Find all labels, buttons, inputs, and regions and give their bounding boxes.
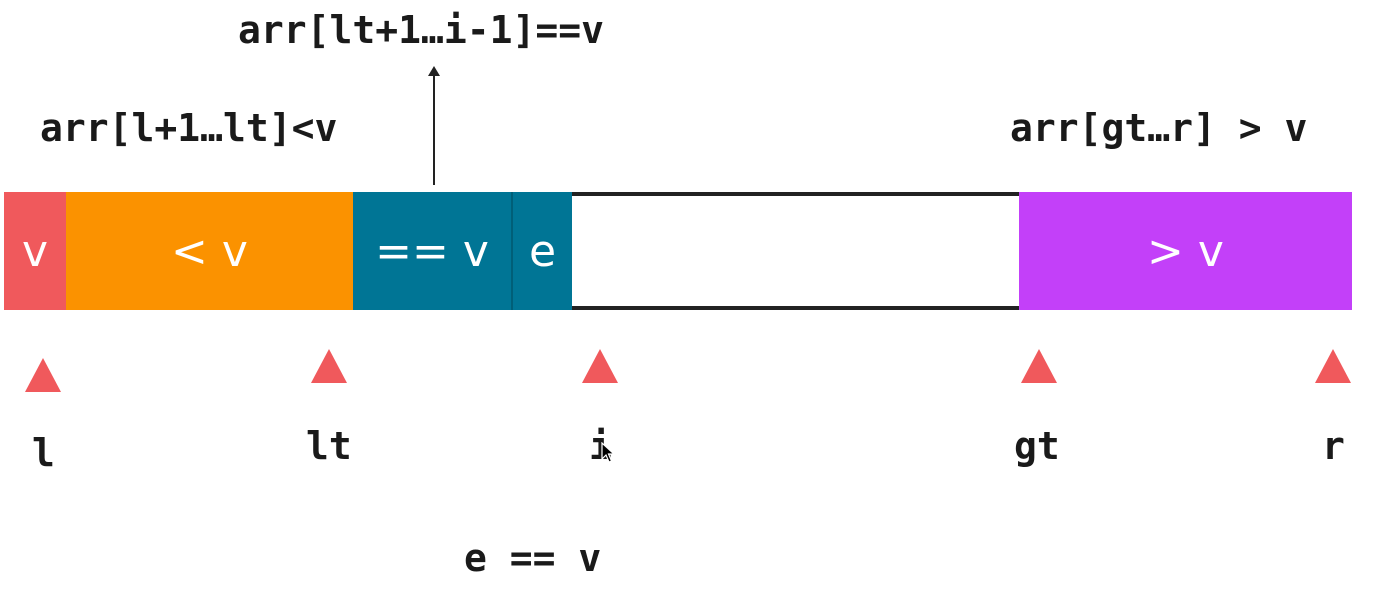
pointer-lt-label: lt [306, 424, 352, 468]
equal-segment: == v [353, 192, 511, 310]
pointer-i-label: i [589, 424, 612, 468]
pivot-segment: v [4, 192, 66, 310]
pointer-r-icon [1315, 349, 1351, 383]
pointer-l-label: l [32, 431, 55, 475]
greater-segment: > v [1019, 192, 1352, 310]
pivot-segment-label: v [21, 225, 49, 277]
greater-range-annotation: arr[gt…r] > v [1010, 106, 1308, 150]
current-element-segment: e [511, 192, 572, 310]
less-segment-label: < v [171, 225, 248, 277]
pointer-lt-icon [311, 349, 347, 383]
less-range-annotation: arr[l+1…lt]<v [40, 106, 338, 150]
arrow-up-icon [428, 66, 440, 76]
greater-segment-label: > v [1147, 225, 1224, 277]
current-equal-annotation: e == v [464, 536, 602, 580]
pointer-i-icon [582, 349, 618, 383]
unprocessed-region [572, 192, 1019, 310]
pointer-gt-label: gt [1014, 424, 1060, 468]
pointer-gt-icon [1021, 349, 1057, 383]
pointer-l-icon [25, 358, 61, 392]
equal-segment-label: == v [375, 225, 489, 277]
current-element-label: e [528, 225, 557, 277]
pointer-r-label: r [1322, 424, 1345, 468]
annotation-arrow-line [433, 72, 435, 185]
equal-range-annotation: arr[lt+1…i-1]==v [238, 8, 605, 52]
mouse-cursor-icon [601, 442, 615, 463]
less-segment: < v [66, 192, 353, 310]
